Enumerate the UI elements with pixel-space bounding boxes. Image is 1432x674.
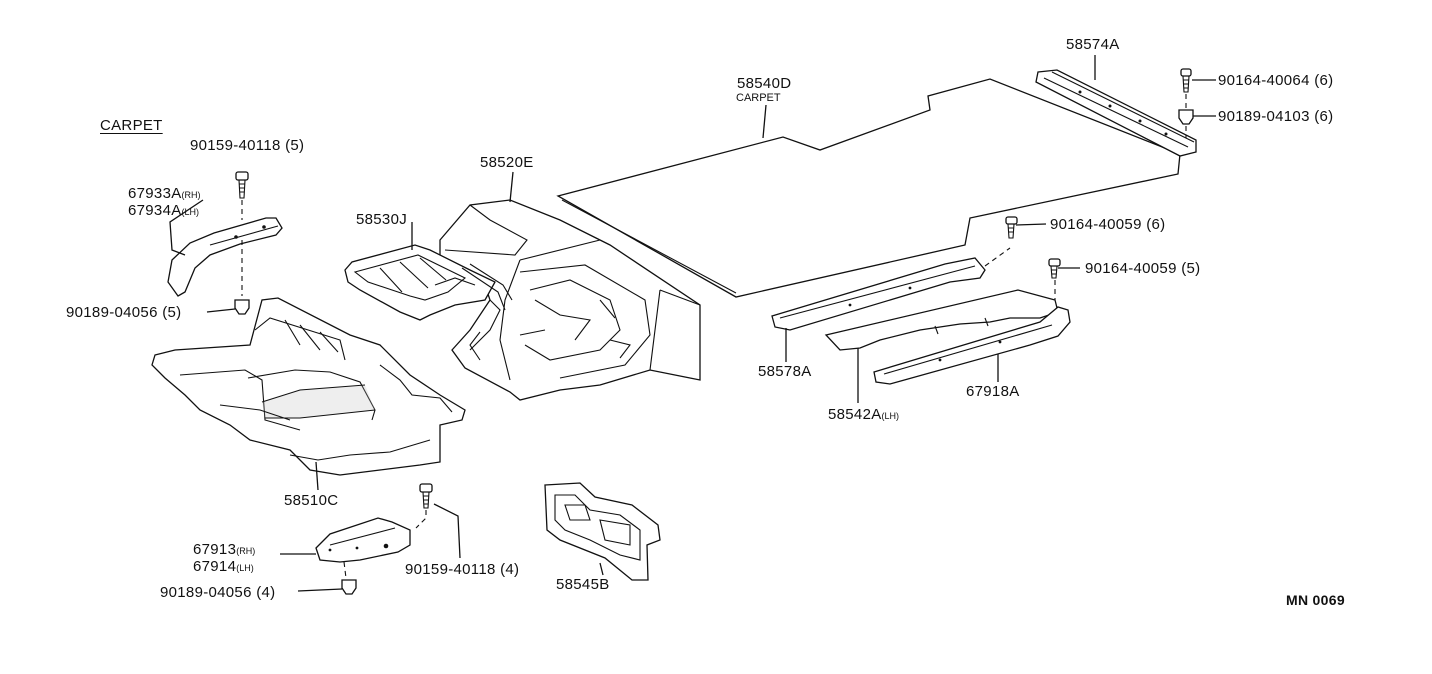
clip-90189-04056-top-icon [234,299,250,315]
label-67934a: 67934A(LH) [128,202,200,219]
label-90164-40059-b: 90164-40059 (5) [1085,260,1201,277]
label-90164-40064: 90164-40064 (6) [1218,72,1334,89]
screw-90159-40118-bot-icon [419,483,433,509]
label-58574a: 58574A [1066,36,1120,53]
front-carpet-58510c [151,297,466,476]
screw-90164-40059-a-icon [1005,216,1018,239]
wheelhouse-trim-67933a [167,217,283,297]
label-67933a: 67933A(RH) [128,185,201,202]
label-67914: 67914(LH) [193,558,254,575]
plate-67913-icon [315,517,411,563]
label-90159-40118-bot: 90159-40118 (4) [405,561,520,578]
label-58578a: 58578A [758,363,812,380]
label-58540d-carpet: CARPET [736,92,781,104]
label-90164-40059-a: 90164-40059 (6) [1050,216,1166,233]
label-58545b: 58545B [556,576,610,593]
section-title: CARPET [100,117,163,134]
screw-90164-40064-icon [1180,68,1192,93]
label-67913: 67913(RH) [193,541,256,558]
label-90159-40118-top: 90159-40118 (5) [190,137,305,154]
screw-90159-40118-top-icon [235,171,249,199]
clip-90189-04103-icon [1178,109,1194,125]
diagram-code: MN 0069 [1286,592,1345,608]
sill-plate-58574a [1035,69,1197,157]
clip-90189-04056-bot-icon [341,579,357,595]
label-67918a: 67918A [966,383,1020,400]
label-58530j: 58530J [356,211,408,228]
label-90189-04056-top: 90189-04056 (5) [66,304,182,321]
label-58520e: 58520E [480,154,534,171]
screw-90164-40059-b-icon [1048,258,1061,279]
label-90189-04056-bot: 90189-04056 (4) [160,584,276,601]
rear-carpet-58540d [556,78,1181,298]
step-plate-58578a [771,257,986,331]
label-58540d: 58540D [737,75,792,92]
front-carpet-58520e [439,199,701,401]
pad-58545b [544,482,661,581]
label-58510c: 58510C [284,492,339,509]
center-carpet-58530j [344,244,513,321]
scuff-plate-67918a [873,306,1071,385]
label-58542a: 58542A(LH) [828,406,900,423]
label-90189-04103: 90189-04103 (6) [1218,108,1334,125]
leader-lines [169,55,1216,592]
